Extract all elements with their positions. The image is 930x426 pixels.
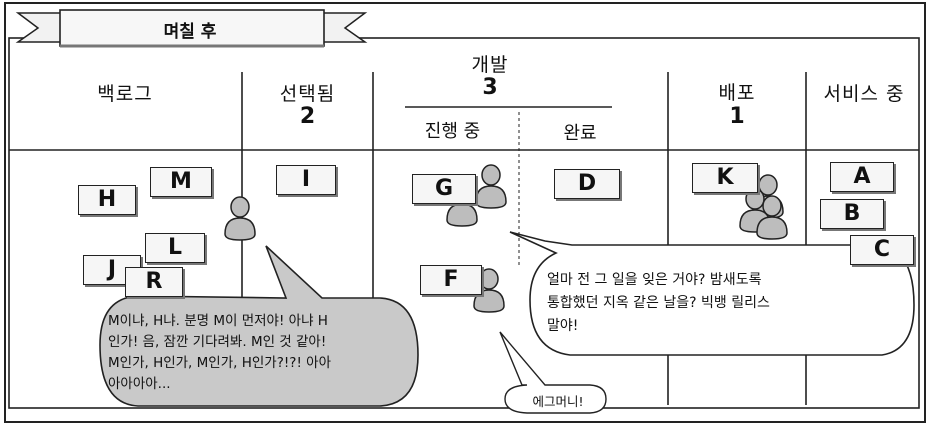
card-r: R [125, 267, 183, 297]
kanban-board-frame [8, 37, 920, 409]
small-speech-bubble-shape [499, 331, 607, 414]
card-b: B [820, 199, 884, 229]
subcolumn-title-in-progress: 진행 중 [424, 121, 481, 142]
card-i: I [276, 165, 336, 195]
banner-title: 며칠 후 [163, 22, 217, 42]
card-a: A [830, 162, 894, 192]
column-limit-deploy: 1 [729, 104, 745, 129]
left-bubble-line: M인가, H인가, M인가, H인가?!?! 아아 [108, 355, 331, 371]
card-f: F [420, 265, 482, 295]
banner-ribbon [15, 9, 368, 48]
person-icon-backlog [224, 196, 256, 241]
left-bubble-line: 인가! 음, 잠깐 기다려봐. M인 것 같아! [108, 334, 327, 350]
card-c: C [850, 235, 914, 265]
column-title-deploy: 배포 [718, 82, 756, 104]
card-d: D [554, 169, 620, 199]
right-speech-bubble-shape [509, 231, 915, 356]
card-k: K [692, 163, 758, 193]
column-limit-dev: 3 [482, 75, 498, 100]
right-bubble-line: 얼마 전 그 일을 잊은 거야? 밤새도록 [547, 272, 762, 288]
left-speech-bubble-shape [99, 245, 419, 407]
right-bubble-line: 말야! [547, 318, 579, 334]
card-l: L [145, 233, 205, 263]
person-icon-g-back [475, 164, 507, 209]
left-speech-bubble-text: M이냐, H냐. 분명 M이 먼저야! 아냐 H 인가! 음, 잠깐 기다려봐.… [108, 311, 414, 395]
card-h: H [78, 185, 136, 215]
left-bubble-line: 아아아아... [108, 376, 171, 392]
left-bubble-line: M이냐, H냐. 분명 M이 먼저야! 아냐 H [108, 313, 328, 329]
card-g: G [412, 174, 476, 204]
panel-frame [4, 2, 926, 423]
column-title-dev: 개발 [471, 54, 509, 76]
column-limit-selected: 2 [299, 104, 316, 129]
column-title-in-service: 서비스 중 [823, 83, 905, 105]
column-title-selected: 선택됨 [279, 83, 336, 105]
subcolumn-title-done: 완료 [563, 123, 597, 144]
right-bubble-line: 통합했던 지옥 같은 날을? 빅뱅 릴리스 [547, 295, 770, 311]
small-speech-bubble-text: 에그머니! [532, 394, 584, 409]
column-title-backlog: 백로그 [97, 83, 153, 105]
right-speech-bubble-text: 얼마 전 그 일을 잊은 거야? 밤새도록 통합했던 지옥 같은 날을? 빅뱅 … [547, 269, 907, 338]
card-m: M [150, 167, 212, 197]
